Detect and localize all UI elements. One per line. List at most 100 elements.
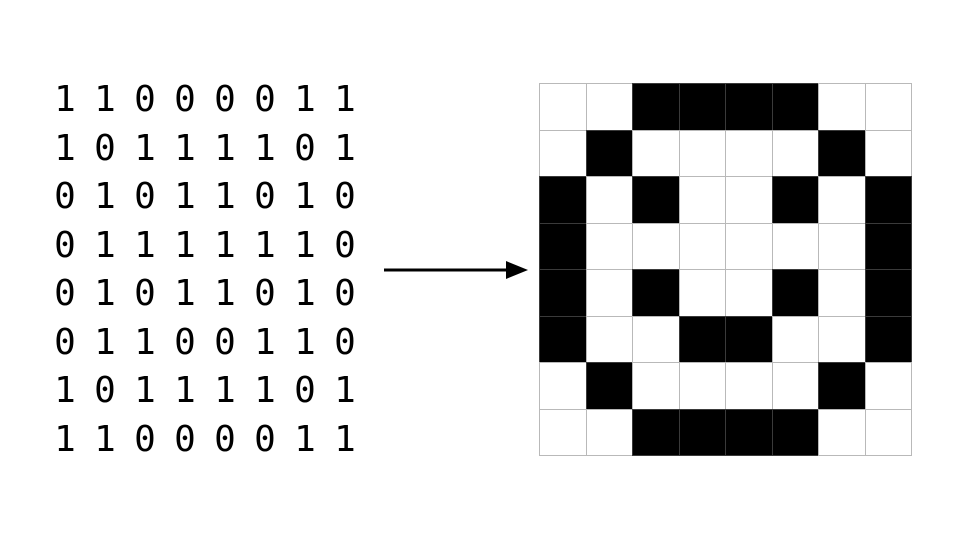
pixel-off [678, 269, 726, 317]
binary-digit: 0 [54, 273, 76, 314]
pixel-off [771, 129, 819, 177]
pixel-off [585, 269, 633, 317]
pixel-off [818, 315, 866, 363]
pixel-off [864, 408, 912, 456]
binary-digit: 1 [54, 418, 76, 460]
binary-digit: 1 [294, 273, 316, 314]
binary-digit: 0 [334, 321, 356, 363]
binary-digit: 0 [214, 79, 236, 120]
pixel-on [771, 83, 819, 131]
pixel-off [585, 176, 633, 224]
binary-digit: 1 [214, 370, 236, 411]
binary-digit: 0 [94, 127, 116, 169]
pixel-off [585, 222, 633, 270]
pixel-on [864, 269, 912, 317]
binary-digit: 1 [94, 273, 116, 314]
pixel-on [864, 315, 912, 363]
binary-digit: 1 [94, 224, 116, 266]
pixel-off [818, 269, 866, 317]
pixel-off [725, 129, 773, 177]
pixel-on [818, 362, 866, 410]
pixel-on [725, 315, 773, 363]
binary-digit: 1 [334, 370, 356, 411]
pixel-on [632, 408, 680, 456]
binary-digit: 1 [54, 127, 76, 169]
binary-digit: 1 [94, 321, 116, 363]
pixel-on [539, 269, 587, 317]
binary-digit: 1 [94, 176, 116, 217]
pixel-on [771, 269, 819, 317]
binary-digit: 1 [294, 418, 316, 460]
pixel-on [539, 222, 587, 270]
binary-digit: 0 [254, 79, 276, 120]
pixel-off [725, 362, 773, 410]
binary-digit: 0 [134, 176, 156, 217]
binary-digit: 1 [94, 418, 116, 460]
pixel-off [539, 362, 587, 410]
pixel-off [539, 129, 587, 177]
binary-digit: 1 [134, 321, 156, 363]
pixel-on [771, 408, 819, 456]
binary-digit: 0 [174, 418, 196, 460]
pixel-off [771, 315, 819, 363]
binary-digit: 1 [54, 370, 76, 411]
pixel-off [678, 222, 726, 270]
binary-digit: 0 [294, 370, 316, 411]
binary-digit: 1 [54, 79, 76, 120]
binary-digit: 0 [334, 176, 356, 217]
pixel-on [632, 83, 680, 131]
pixel-on [678, 83, 726, 131]
binary-digit: 0 [134, 79, 156, 120]
pixel-off [771, 222, 819, 270]
binary-digit: 1 [254, 224, 276, 266]
pixel-off [632, 222, 680, 270]
binary-digit: 1 [174, 224, 196, 266]
pixel-off [585, 315, 633, 363]
binary-digit: 1 [174, 273, 196, 314]
pixel-off [818, 176, 866, 224]
binary-digit: 0 [334, 224, 356, 266]
pixel-on [771, 176, 819, 224]
pixel-off [539, 408, 587, 456]
binary-digit: 0 [214, 321, 236, 363]
binary-digit: 1 [214, 176, 236, 217]
binary-digit: 1 [254, 370, 276, 411]
binary-digit: 1 [134, 127, 156, 169]
binary-digit: 1 [214, 224, 236, 266]
binary-digit: 1 [294, 321, 316, 363]
binary-digit: 1 [254, 321, 276, 363]
binary-digit: 0 [54, 176, 76, 217]
pixel-off [818, 408, 866, 456]
pixel-off [725, 176, 773, 224]
binary-digit: 1 [294, 224, 316, 266]
pixel-on [864, 176, 912, 224]
pixel-on [539, 315, 587, 363]
binary-digit: 1 [214, 127, 236, 169]
pixel-off [585, 408, 633, 456]
pixel-on [539, 176, 587, 224]
pixel-on [725, 408, 773, 456]
pixel-on [678, 408, 726, 456]
binary-digit: 1 [294, 176, 316, 217]
pixel-off [725, 269, 773, 317]
binary-digit: 1 [174, 370, 196, 411]
binary-digit: 0 [134, 273, 156, 314]
pixel-off [678, 362, 726, 410]
binary-digit: 0 [254, 418, 276, 460]
binary-digit: 0 [54, 224, 76, 266]
pixel-off [539, 83, 587, 131]
binary-digit: 1 [334, 418, 356, 460]
binary-digit: 1 [134, 370, 156, 411]
binary-digit: 0 [214, 418, 236, 460]
pixel-grid [539, 83, 912, 456]
binary-digit: 0 [174, 79, 196, 120]
binary-digit: 0 [94, 370, 116, 411]
